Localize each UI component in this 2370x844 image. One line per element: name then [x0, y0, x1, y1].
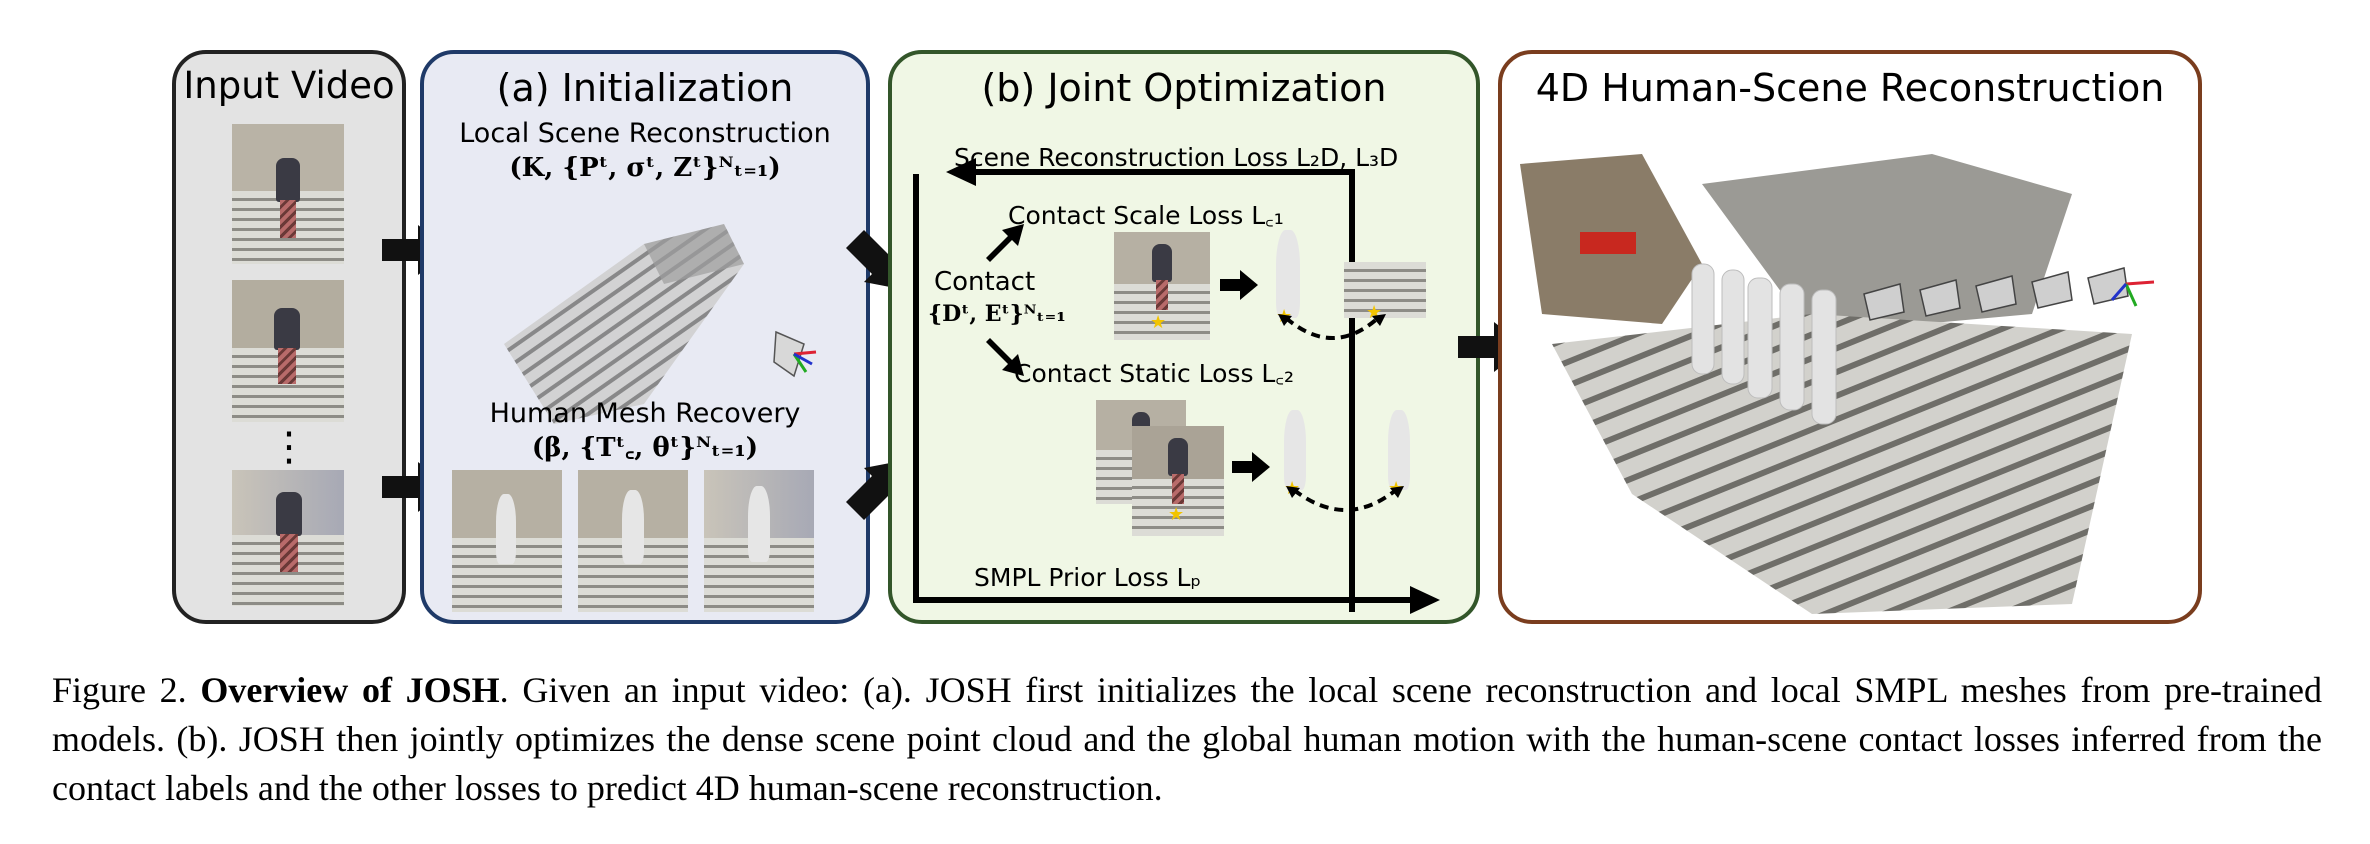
static-loss-frame-2: ★ — [1132, 426, 1224, 536]
scene-reconstruction-loss: Scene Reconstruction Loss L₂D, L₃D — [954, 143, 1399, 172]
scale-loss-frame: ★ — [1114, 232, 1210, 340]
static-loss-dashed-arc — [1286, 486, 1404, 512]
contact-label: Contact — [934, 267, 1036, 297]
input-frame-2 — [232, 280, 344, 422]
initialization-panel: (a) Initialization Local Scene Reconstru… — [420, 50, 870, 624]
prior-loss-loop-arrow — [913, 174, 1440, 614]
joint-optimization-panel: (b) Joint Optimization Scene Reconstruct… — [888, 50, 1480, 624]
input-video-panel: Input Video ⋮ — [172, 50, 406, 624]
human-mesh-recovery-math: (β, {Tᵗ꜀, θᵗ}ᴺₜ₌₁) — [531, 433, 759, 463]
static-loss-mesh-1 — [1284, 410, 1306, 490]
arrow-to-static-loss — [986, 338, 1024, 376]
scale-loss-dashed-arc — [1278, 314, 1386, 340]
contact-scale-loss: Contact Scale Loss L꜀₁ — [1008, 201, 1284, 230]
hmr-frame-2 — [578, 470, 688, 612]
contact-star-icon: ★ — [1150, 312, 1167, 333]
input-frame-1 — [232, 124, 344, 264]
static-loss-mesh-2 — [1388, 410, 1410, 490]
contact-static-loss: Contact Static Loss L꜀₂ — [1014, 359, 1295, 388]
static-star-icon: ★ — [1168, 504, 1185, 525]
arrow-to-scale-loss — [986, 224, 1024, 262]
camera-frustum-icon — [773, 330, 817, 378]
joint-optimization-title: (b) Joint Optimization — [981, 66, 1387, 110]
initialization-title: (a) Initialization — [496, 66, 794, 110]
local-scene-point-cloud — [504, 224, 817, 424]
contact-math: {Dᵗ, Eᵗ}ᴺₜ₌₁ — [928, 301, 1066, 327]
scene-reconstruction-label: Local Scene Reconstruction — [459, 118, 831, 149]
scale-loss-scene-crop — [1344, 238, 1426, 318]
scale-loss-mesh — [1276, 230, 1300, 318]
smpl-prior-loss: SMPL Prior Loss Lₚ — [974, 563, 1202, 592]
reconstruction-title: 4D Human-Scene Reconstruction — [1535, 66, 2165, 110]
figure-caption: Figure 2. Overview of JOSH. Given an inp… — [52, 666, 2322, 813]
camera-trajectory-icons — [1863, 267, 2155, 321]
caption-prefix: Figure 2. — [52, 670, 201, 710]
hmr-frame-1 — [452, 470, 562, 612]
human-mesh-recovery-label: Human Mesh Recovery — [489, 398, 801, 429]
scale-loss-arrow — [1220, 270, 1258, 300]
input-frame-n — [232, 470, 344, 606]
reconstruction-panel: 4D Human-Scene Reconstruction — [1498, 50, 2202, 624]
caption-body: . Given an input video: (a). JOSH first … — [52, 670, 2322, 808]
caption-bold-title: Overview of JOSH — [200, 670, 500, 710]
scene-reconstruction-math: (K, {Pᵗ, σᵗ, Zᵗ}ᴺₜ₌₁) — [509, 153, 781, 183]
frames-ellipsis: ⋮ — [269, 424, 309, 470]
input-video-title: Input Video — [183, 64, 395, 107]
static-loss-arrow — [1232, 452, 1270, 482]
hmr-frame-n — [704, 470, 814, 612]
scene-loss-loop-arrow — [946, 158, 1355, 612]
reconstructed-scene-render — [1520, 154, 2155, 614]
